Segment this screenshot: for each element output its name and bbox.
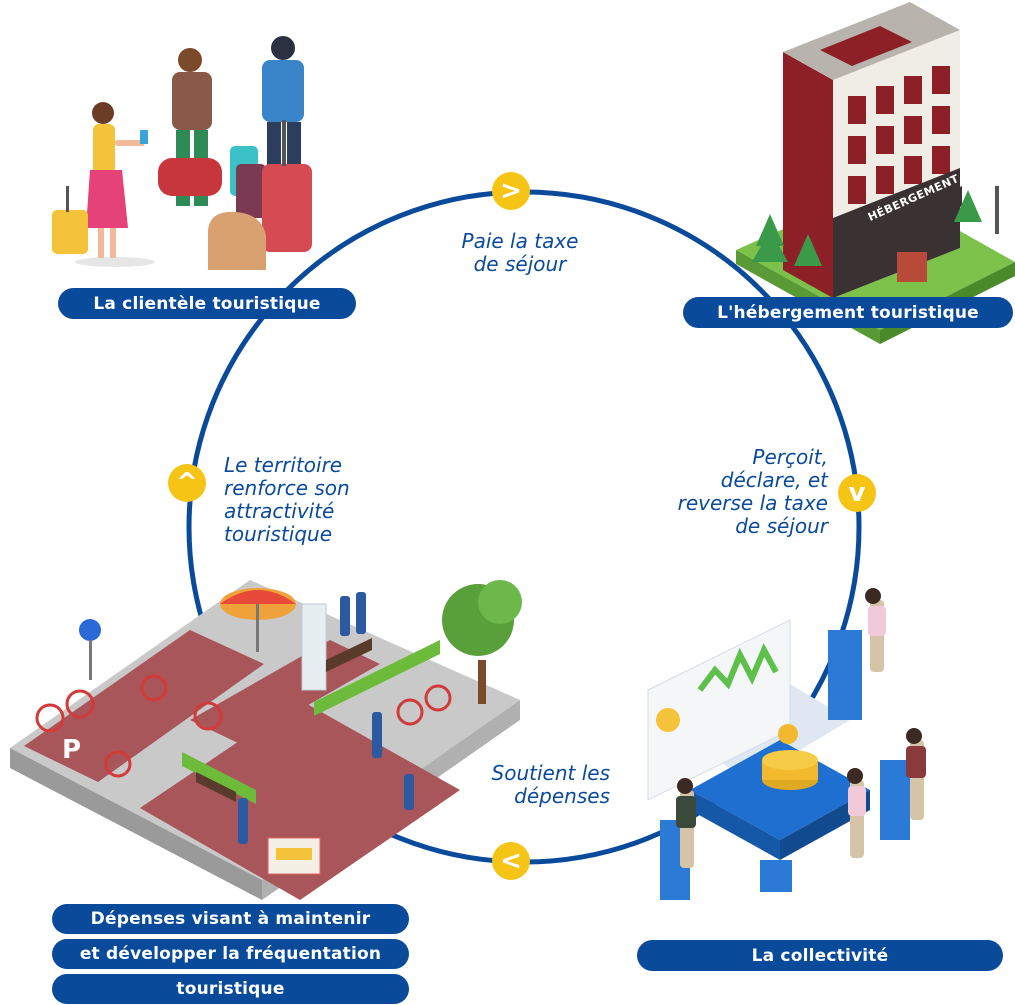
flow-text-line: renforce son	[224, 476, 350, 500]
tourists-illustration	[52, 36, 312, 270]
flow-text-line: touristique	[224, 522, 333, 546]
community-illustration	[647, 588, 926, 900]
node-label-accommodation: L'hébergement touristique	[683, 297, 1013, 328]
node-label-spending-line-1: Dépenses visant à maintenir	[52, 904, 409, 934]
flow-text-line: Le territoire	[224, 453, 343, 477]
arrow-right-icon: >	[492, 172, 530, 210]
flow-text-attractiveness: Le territoire renforce son attractivité …	[224, 454, 394, 546]
node-label-community: La collectivité	[637, 940, 1003, 971]
flow-text-line: reverse la taxe	[677, 491, 828, 515]
arrow-left-icon: <	[492, 842, 530, 880]
arrow-down-icon: v	[838, 474, 876, 512]
node-label-spending-line-2: et développer la fréquentation	[52, 939, 409, 969]
flow-text-line: Soutient les	[491, 761, 610, 785]
svg-text:P: P	[62, 735, 81, 765]
flow-text-line: Perçoit,	[752, 445, 828, 469]
flow-text-supports: Soutient les dépenses	[450, 762, 610, 808]
flow-text-collects: Perçoit, déclare, et reverse la taxe de …	[618, 446, 828, 538]
flow-text-line: attractivité	[224, 499, 335, 523]
node-label-spending-line-3: touristique	[52, 974, 409, 1004]
flow-text-line: déclare, et	[720, 468, 828, 492]
flow-text-pays-tax: Paie la taxe de séjour	[440, 230, 600, 276]
hotel-illustration	[736, 2, 1015, 344]
flow-text-line: de séjour	[735, 514, 828, 538]
flow-text-line: de séjour	[473, 252, 567, 276]
town-illustration: P	[10, 580, 522, 900]
flow-text-line: dépenses	[514, 784, 610, 808]
node-label-tourists: La clientèle touristique	[58, 288, 356, 319]
arrow-up-icon: ^	[168, 464, 206, 502]
flow-text-line: Paie la taxe	[461, 229, 579, 253]
